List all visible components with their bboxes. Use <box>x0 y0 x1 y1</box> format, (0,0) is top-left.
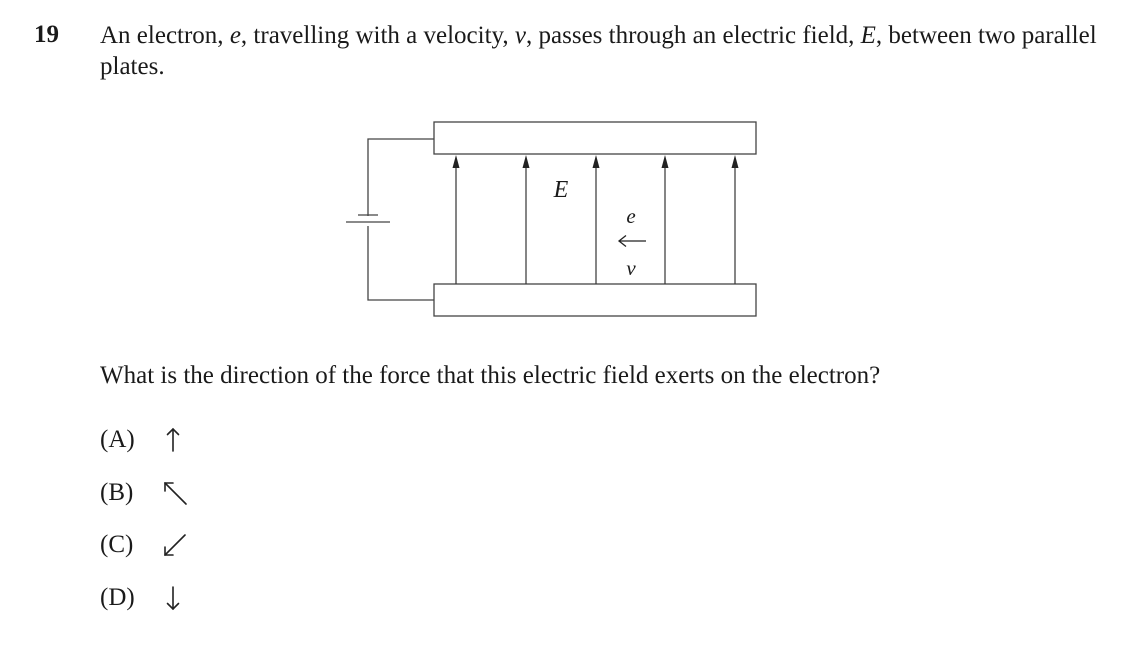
option-letter: (A) <box>100 426 135 453</box>
option-b[interactable]: (B) <box>100 478 190 531</box>
option-letter: (D) <box>100 583 135 611</box>
stem-symbol-E: E <box>860 22 876 49</box>
top-plate <box>433 121 757 155</box>
velocity-label: v <box>626 256 636 280</box>
answer-options: (A) (B) (C) (D) <box>100 425 190 635</box>
stem-text-4: , between two parallel plates. <box>100 22 1097 80</box>
velocity-arrow-icon <box>617 234 646 248</box>
bottom-plate <box>433 283 757 317</box>
field-arrowhead <box>731 155 739 168</box>
field-arrowhead <box>661 155 669 168</box>
field-arrowhead <box>522 155 530 168</box>
stem-text-3: , passes through an electric field, <box>526 22 861 49</box>
field-arrowhead <box>592 155 600 168</box>
option-a[interactable]: (A) <box>100 425 190 478</box>
question-stem: An electron, e, travelling with a veloci… <box>100 20 1110 82</box>
arrow-up-icon <box>160 425 190 455</box>
circuit-wire-top <box>367 138 434 216</box>
option-c[interactable]: (C) <box>100 530 190 583</box>
stem-symbol-v: v <box>514 22 527 49</box>
stem-text-2: , travelling with a velocity, <box>240 22 515 49</box>
question-prompt: What is the direction of the force that … <box>100 362 881 389</box>
stem-symbol-e: e <box>229 22 241 49</box>
field-label: E <box>553 177 569 203</box>
arrow-down-left-icon <box>160 530 190 560</box>
arrow-up-left-icon <box>160 478 190 508</box>
arrow-down-icon <box>160 583 190 613</box>
option-d[interactable]: (D) <box>100 583 190 636</box>
question-number: 19 <box>34 21 59 48</box>
field-arrowhead <box>452 155 460 168</box>
option-letter: (C) <box>100 531 134 558</box>
field-lines <box>452 155 739 284</box>
option-letter: (B) <box>100 478 134 506</box>
electron-label: e <box>626 204 635 228</box>
circuit-wire-bottom <box>367 226 434 301</box>
stem-text-1: An electron, <box>100 22 230 49</box>
